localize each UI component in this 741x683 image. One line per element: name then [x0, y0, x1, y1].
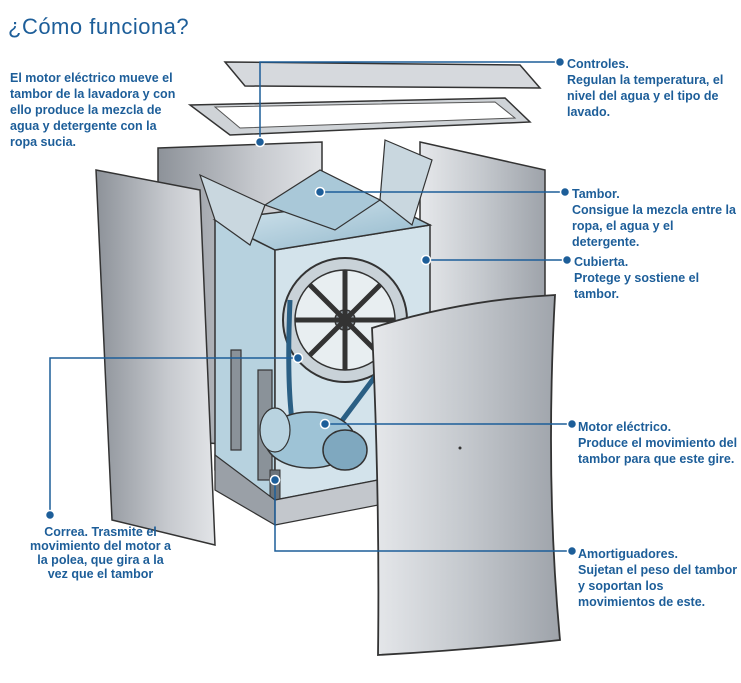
label-tambor-desc: Consigue la mezcla entre la ropa, el agu…: [572, 203, 736, 249]
label-controles-head: Controles.: [567, 57, 629, 71]
label-correa: Correa. Trasmite el movimiento del motor…: [28, 525, 173, 581]
electric-motor: [259, 407, 368, 471]
label-motor-desc: Produce el movimiento del tambor para qu…: [578, 436, 738, 466]
label-tambor-head: Tambor.: [572, 187, 620, 201]
page-title: ¿Cómo funciona?: [8, 14, 190, 39]
leader-lines: [49, 61, 572, 552]
label-correa-desc: Trasmite el movimiento del motor a la po…: [30, 525, 171, 581]
label-controles: Controles. Regulan la temperatura, el ni…: [567, 56, 732, 120]
label-tambor: Tambor. Consigue la mezcla entre la ropa…: [572, 186, 740, 250]
label-cubierta: Cubierta. Protege y sostiene el tambor.: [574, 254, 741, 302]
cabinet-front-right: [371, 294, 561, 656]
label-amortiguadores-head: Amortiguadores.: [578, 547, 679, 561]
label-amortiguadores: Amortiguadores. Sujetan el peso del tamb…: [578, 546, 738, 610]
label-motor-head: Motor eléctrico.: [578, 420, 672, 434]
label-cubierta-desc: Protege y sostiene el tambor.: [574, 271, 700, 301]
controls-panel: [187, 61, 542, 136]
leader-dots: [44, 56, 578, 557]
label-amortiguadores-desc: Sujetan el peso del tambor y soportan lo…: [578, 563, 738, 609]
label-controles-desc: Regulan la temperatura, el nivel del agu…: [567, 73, 724, 119]
intro-text: El motor eléctrico mueve el tambor de la…: [10, 71, 176, 149]
label-correa-head: Correa.: [44, 525, 88, 539]
label-cubierta-head: Cubierta.: [574, 255, 629, 269]
label-motor: Motor eléctrico. Produce el movimiento d…: [578, 419, 738, 467]
